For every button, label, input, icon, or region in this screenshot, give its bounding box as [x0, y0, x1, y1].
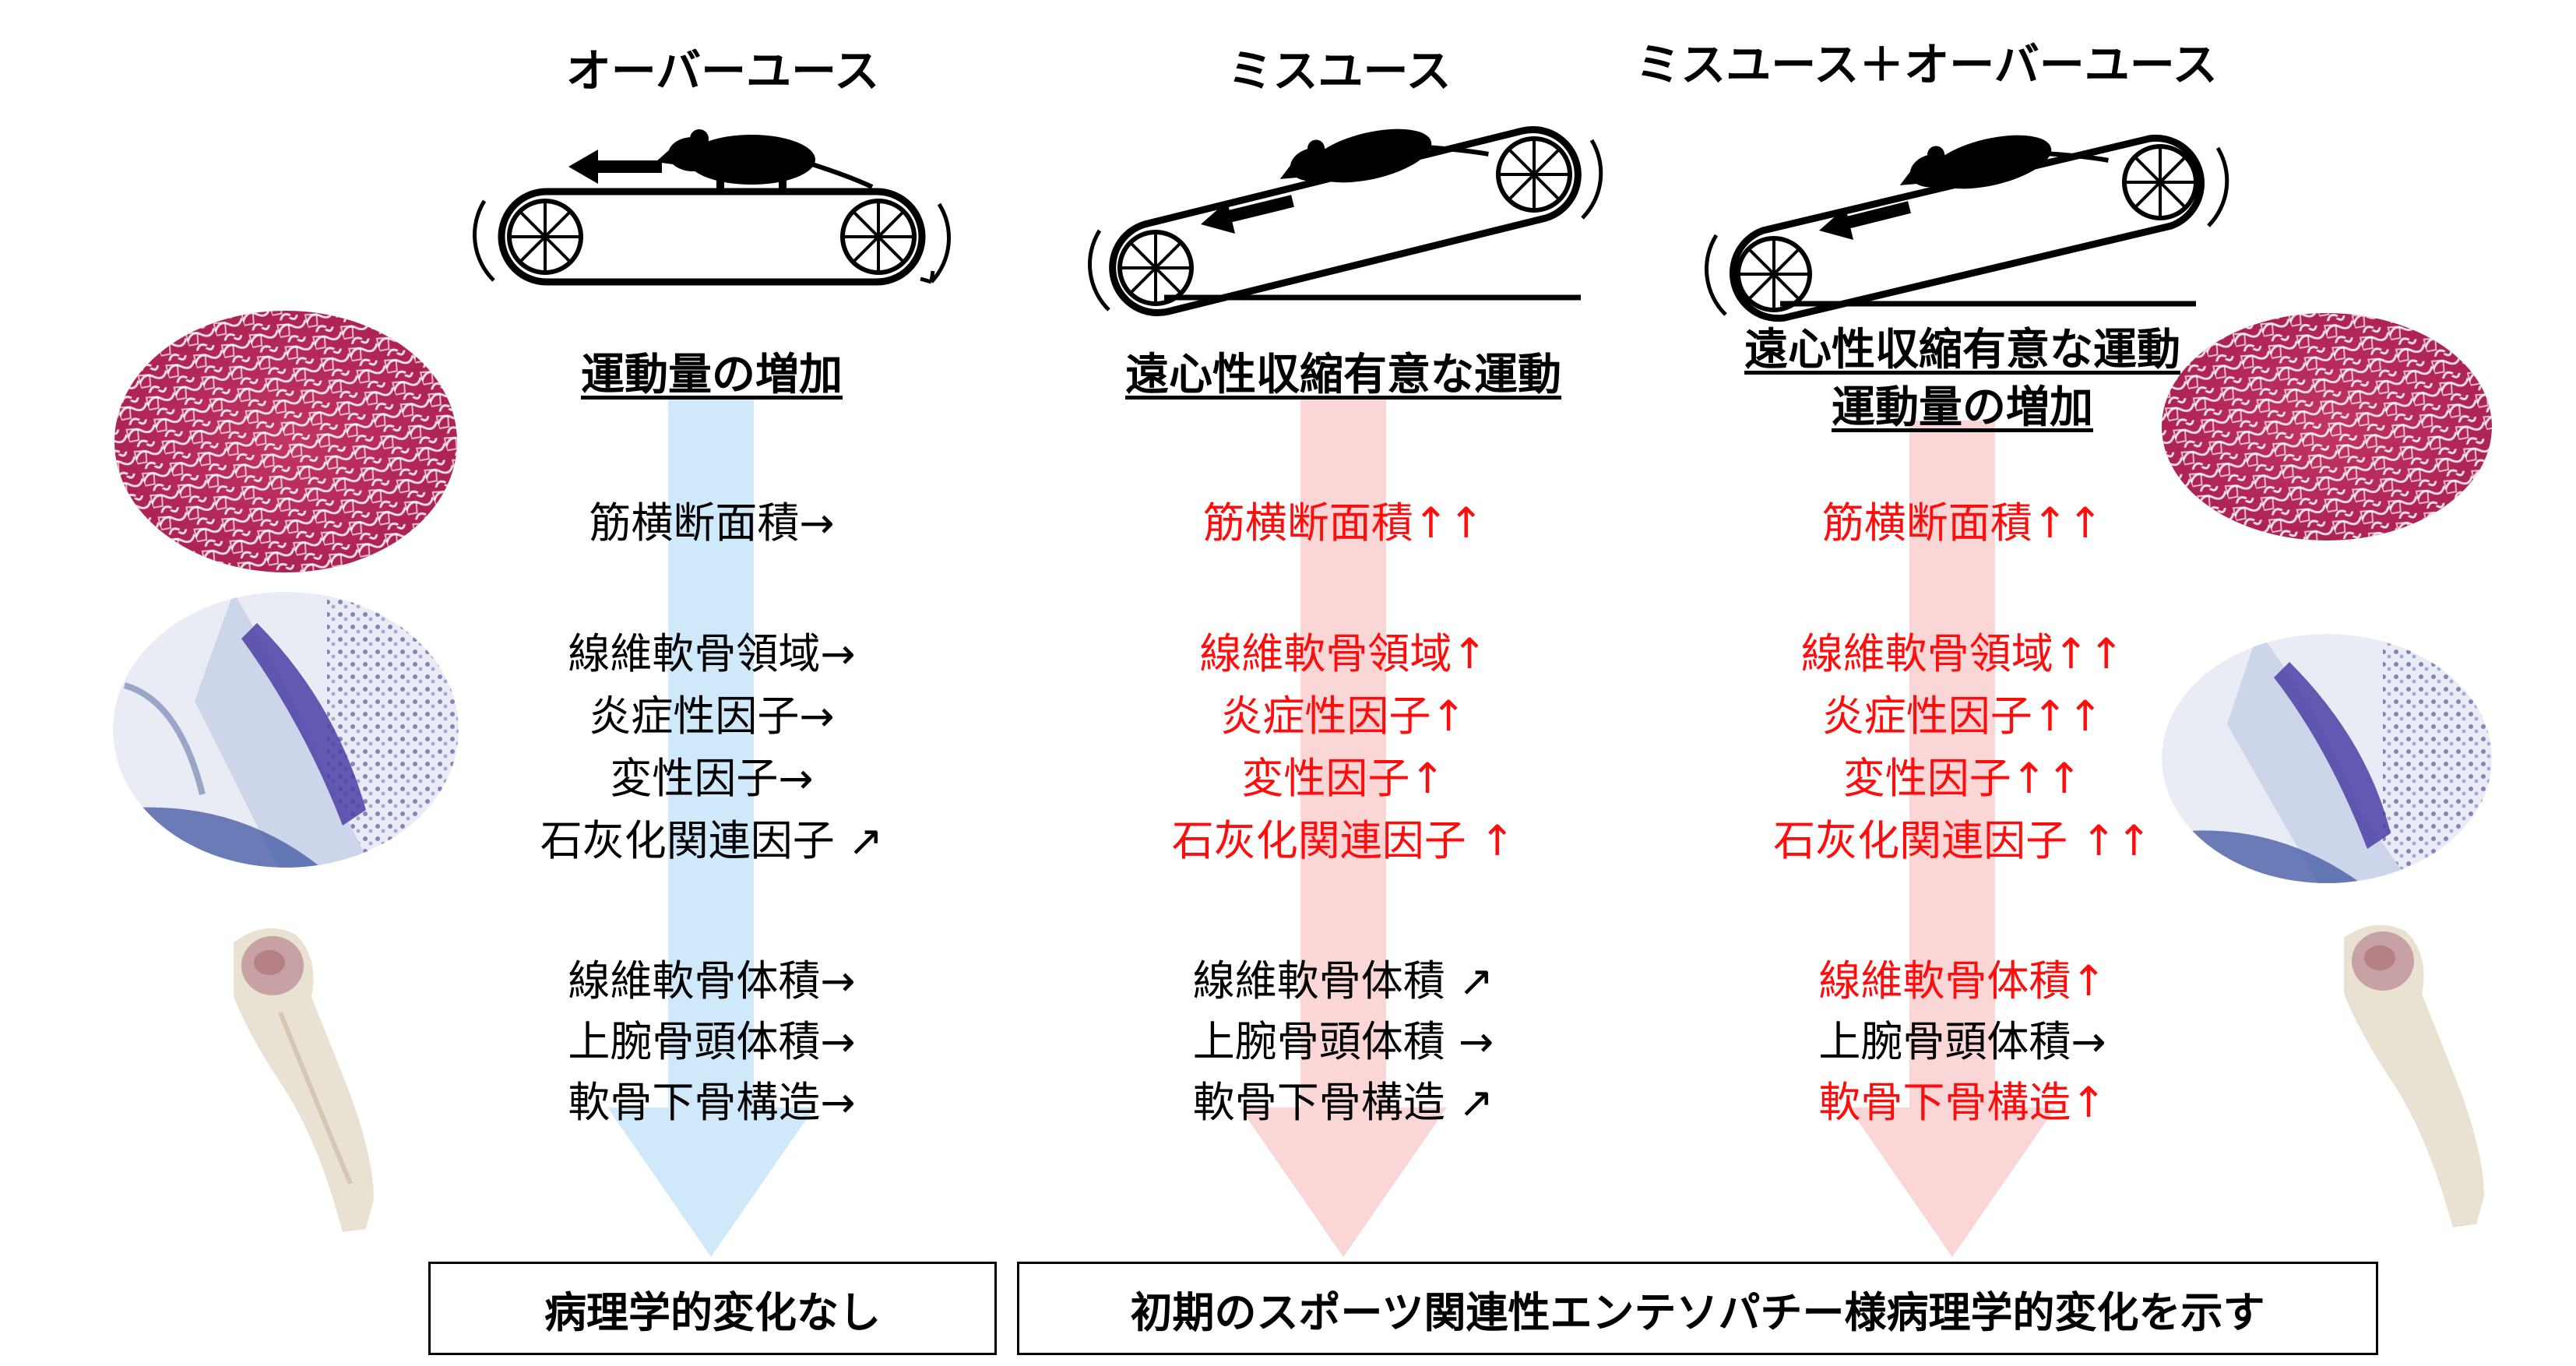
finding-item: 石灰化関連因子 ↑↑: [1773, 816, 2152, 865]
muscle-histology-image-right: [2162, 313, 2492, 540]
heading-overuse: 運動量の増加: [581, 350, 843, 400]
rat-icon: [1899, 135, 2109, 189]
arrow-head: [1201, 201, 1235, 234]
heading-misuse-overuse-2: 運動量の増加: [1832, 382, 2093, 433]
finding-item: 軟骨下骨構造→: [568, 1078, 856, 1127]
finding-item: 石灰化関連因子 ↑: [1171, 816, 1515, 865]
finding-item: 線維軟骨領域→: [568, 629, 856, 678]
finding-item: 炎症性因子↑↑: [1821, 692, 2103, 741]
humerus-specimen-image-right: [2344, 924, 2484, 1227]
finding-item: 線維軟骨領域↑: [1199, 629, 1487, 678]
outcome-box-no-change: 病理学的変化なし: [428, 1262, 997, 1355]
finding-item: 筋横断面積↑↑: [1202, 498, 1484, 547]
rat-icon: [656, 129, 874, 193]
finding-item: 変性因子→: [610, 754, 814, 803]
column-title-overuse: オーバーユース: [565, 44, 880, 97]
finding-item: 上腕骨頭体積→: [568, 1017, 856, 1066]
outcome-box-enthesopathy: 初期のスポーツ関連性エンテソパチー様病理学的変化を示す: [1017, 1262, 2378, 1355]
enthesis-histology-image-right: [2162, 634, 2492, 883]
finding-item: 上腕骨頭体積 →: [1192, 1017, 1494, 1066]
incline-treadmill-icon: [1088, 125, 1603, 317]
finding-item: 変性因子↑↑: [1842, 754, 2082, 803]
finding-item: 線維軟骨体積 ↗: [1192, 956, 1494, 1005]
red-down-arrow-right: [1849, 421, 2056, 1257]
finding-item: 上腕骨頭体積→: [1818, 1017, 2106, 1066]
finding-item: 線維軟骨領域↑↑: [1800, 629, 2124, 678]
finding-item: 線維軟骨体積↑: [1818, 956, 2106, 1005]
finding-item: 炎症性因子→: [589, 692, 835, 741]
column-title-misuse: ミスユース: [1227, 44, 1452, 97]
finding-item: 石灰化関連因子 ↗: [540, 816, 884, 865]
finding-item: 軟骨下骨構造↑: [1818, 1078, 2106, 1127]
red-down-arrow-middle: [1240, 396, 1447, 1257]
column-title-misuse-overuse: ミスユース＋オーバーユース: [1635, 38, 2218, 91]
finding-item: 軟骨下骨構造 ↗: [1192, 1078, 1494, 1127]
finding-item: 筋横断面積↑↑: [1821, 498, 2103, 547]
muscle-histology-image-left: [114, 311, 457, 572]
humerus-specimen-image-left: [234, 928, 374, 1232]
arrow-head: [568, 150, 598, 184]
flat-treadmill-icon: [473, 160, 951, 286]
outcome-text-no-change: 病理学的変化なし: [544, 1287, 881, 1337]
rat-icon: [1279, 129, 1489, 183]
incline-treadmill-icon: [1705, 134, 2229, 322]
enthesis-histology-image-left: [113, 592, 459, 868]
heading-misuse: 遠心性収縮有意な運動: [1125, 350, 1561, 400]
heading-misuse-overuse-1: 遠心性収縮有意な運動: [1744, 325, 2180, 375]
finding-item: 線維軟骨体積→: [568, 956, 856, 1005]
finding-item: 変性因子↑: [1241, 754, 1445, 803]
arrow-head: [1819, 207, 1853, 240]
outcome-text-enthesopathy: 初期のスポーツ関連性エンテソパチー様病理学的変化を示す: [1130, 1287, 2265, 1337]
finding-item: 炎症性因子↑: [1220, 692, 1466, 741]
finding-item: 筋横断面積→: [589, 498, 835, 547]
blue-down-arrow: [607, 396, 815, 1257]
